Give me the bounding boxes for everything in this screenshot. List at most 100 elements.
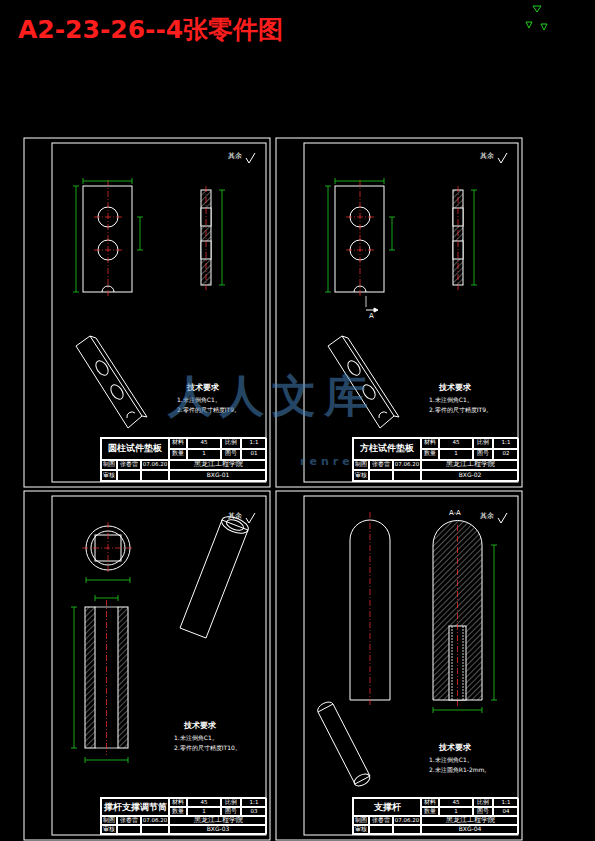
dimension-tick bbox=[335, 178, 336, 184]
table-cell: 材料 bbox=[421, 798, 439, 807]
table-text: 比例 bbox=[225, 440, 237, 446]
note-text: 2.零件的尺寸精度IT10。 bbox=[174, 745, 241, 752]
table-cell: 1:1 bbox=[493, 798, 519, 807]
table-cell: 数量 bbox=[421, 449, 439, 460]
dimension-tick bbox=[389, 250, 395, 251]
dimension-line bbox=[433, 710, 482, 711]
section-arrow bbox=[366, 296, 367, 307]
title-block: 圆柱试件垫板材料45比例1:1数量1图号01制图张春雷07.06.20审核黑龙江… bbox=[100, 437, 266, 482]
table-cell: 张春雷 bbox=[369, 816, 393, 825]
table-cell: 数量 bbox=[169, 807, 187, 816]
table-cell: 黑龙江工程学院 bbox=[421, 460, 519, 471]
dimension-tick bbox=[132, 178, 133, 184]
table-text: 比例 bbox=[225, 800, 237, 806]
table-cell: 1:1 bbox=[241, 798, 267, 807]
table-cell bbox=[141, 470, 169, 481]
center-line bbox=[108, 522, 109, 574]
roughness-symbol bbox=[246, 153, 255, 163]
part-name: 撑杆支撑调节筒 bbox=[104, 803, 167, 812]
dimension-tick bbox=[389, 217, 395, 218]
note-text: 其余 bbox=[228, 513, 242, 521]
table-cell: BXG-02 bbox=[421, 470, 519, 481]
table-cell: 图号 bbox=[473, 807, 493, 816]
table-cell: 1 bbox=[439, 807, 473, 816]
dimension-tick bbox=[128, 757, 129, 763]
table-text: BXG-04 bbox=[459, 826, 482, 832]
dimension-tick bbox=[83, 178, 84, 184]
table-cell bbox=[369, 825, 393, 834]
table-text: 图号 bbox=[477, 809, 489, 815]
plate-3d-view bbox=[76, 336, 142, 428]
table-cell: 审核 bbox=[353, 470, 369, 481]
table-cell: 图号 bbox=[221, 449, 241, 460]
table-text: 45 bbox=[201, 440, 208, 446]
dimension-tick bbox=[219, 190, 225, 191]
center-line bbox=[458, 186, 459, 290]
table-cell: 比例 bbox=[473, 438, 493, 449]
dimension-tick bbox=[130, 577, 131, 583]
table-cell: 制图 bbox=[101, 460, 117, 471]
table-cell: 45 bbox=[439, 438, 473, 449]
dimension-tick bbox=[85, 757, 86, 763]
table-text: 04 bbox=[503, 809, 510, 815]
table-text: 1 bbox=[202, 809, 206, 815]
table-cell: 45 bbox=[187, 798, 221, 807]
part-name: 方柱试件垫板 bbox=[360, 444, 414, 453]
table-text: 图号 bbox=[477, 451, 489, 457]
table-cell bbox=[369, 470, 393, 481]
drawing-frame bbox=[52, 143, 266, 482]
dimension-line bbox=[335, 181, 384, 182]
dimension-line bbox=[328, 186, 329, 292]
table-text: 图号 bbox=[225, 809, 237, 815]
note-text: 1.未注倒角C1。 bbox=[174, 735, 218, 742]
roughness-symbol bbox=[246, 513, 255, 523]
table-cell bbox=[141, 825, 169, 834]
dimension-tick bbox=[71, 607, 77, 608]
dimension-tick bbox=[219, 285, 225, 286]
title-block: 支撑杆材料45比例1:1数量1图号04制图张春雷07.06.20审核黑龙江工程学… bbox=[352, 797, 518, 835]
table-text: 黑龙江工程学院 bbox=[194, 817, 243, 824]
center-line bbox=[346, 250, 374, 251]
table-cell bbox=[117, 825, 141, 834]
table-text: 数量 bbox=[424, 451, 436, 457]
table-text: 审核 bbox=[355, 473, 367, 479]
table-cell: 1 bbox=[187, 807, 221, 816]
center-line bbox=[457, 525, 458, 706]
table-cell: 张春雷 bbox=[117, 460, 141, 471]
sheet-border bbox=[24, 491, 270, 840]
table-cell: 1:1 bbox=[493, 438, 519, 449]
center-line bbox=[370, 512, 371, 706]
sheet-border bbox=[276, 491, 522, 840]
dimension-line bbox=[76, 186, 77, 292]
table-cell: 审核 bbox=[353, 825, 369, 834]
table-cell: 数量 bbox=[169, 449, 187, 460]
dimension-tick bbox=[384, 178, 385, 184]
note-text: 其余 bbox=[480, 153, 494, 161]
table-cell: 黑龙江工程学院 bbox=[169, 460, 267, 471]
table-text: 数量 bbox=[172, 451, 184, 457]
sleeve-wall-section bbox=[85, 607, 95, 748]
table-cell: 制图 bbox=[353, 816, 369, 825]
table-cell: 图号 bbox=[221, 807, 241, 816]
dimension-tick bbox=[471, 190, 477, 191]
table-cell: BXG-04 bbox=[421, 825, 519, 834]
table-text: 材料 bbox=[172, 800, 184, 806]
table-cell: 图号 bbox=[473, 449, 493, 460]
table-text: 材料 bbox=[424, 800, 436, 806]
corner-symbol bbox=[526, 6, 547, 30]
note-text: 技术要求 bbox=[184, 722, 216, 731]
dimension-tick bbox=[137, 250, 143, 251]
table-cell: 比例 bbox=[473, 798, 493, 807]
note-text: 2.未注圆角R1-2mm。 bbox=[429, 767, 490, 774]
section-label: A bbox=[369, 313, 374, 321]
table-text: 45 bbox=[201, 800, 208, 806]
table-cell: 材料 bbox=[421, 438, 439, 449]
table-text: 07.06.20 bbox=[143, 462, 168, 468]
table-text: 1:1 bbox=[250, 800, 259, 806]
center-line bbox=[94, 217, 122, 218]
table-cell: 04 bbox=[493, 807, 519, 816]
table-text: 07.06.20 bbox=[395, 818, 420, 824]
table-cell: 07.06.20 bbox=[141, 460, 169, 471]
